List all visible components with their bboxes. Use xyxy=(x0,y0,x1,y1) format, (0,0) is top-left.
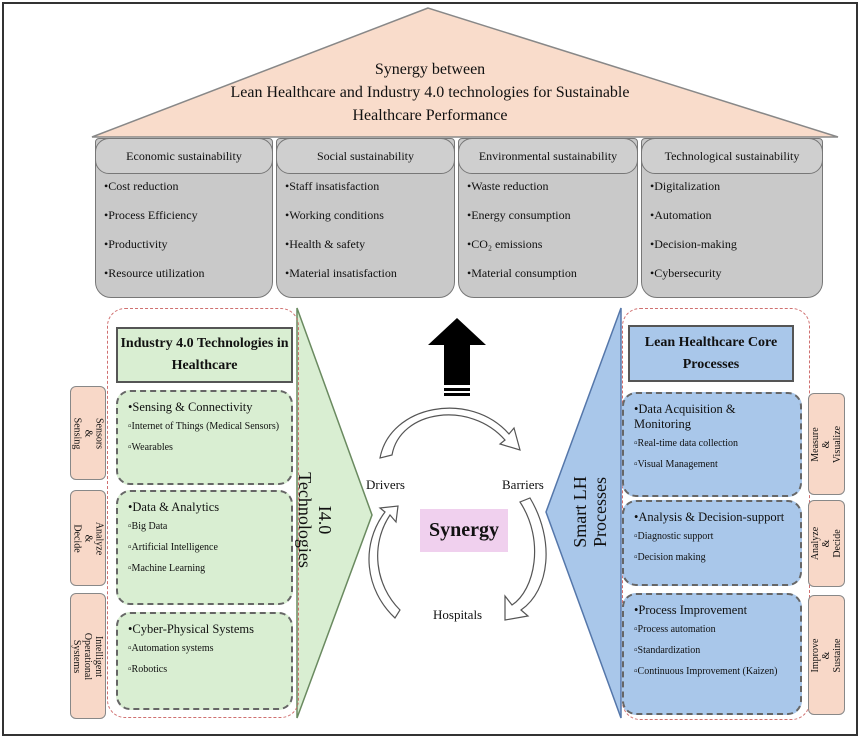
lh-group-improvement: Process Improvement Process automation S… xyxy=(622,593,802,715)
pillar-item: Cost reduction xyxy=(104,179,205,208)
pillar-environmental: Environmental sustainability Waste reduc… xyxy=(458,138,638,298)
tab-sensors-sensing: Sensors & Sensing xyxy=(70,386,106,480)
tab-label: Analyze & Decide xyxy=(810,526,843,561)
pillar-item: Cybersecurity xyxy=(650,266,737,295)
group-item: Big Data xyxy=(128,521,281,532)
barriers-label: Barriers xyxy=(502,477,544,492)
group-item: Decision making xyxy=(634,552,790,563)
roof-triangle xyxy=(91,7,839,138)
tab-analyze-decide: Analyze & Decide xyxy=(70,490,106,586)
i40-arrow xyxy=(296,307,373,719)
pillar-item: Working conditions xyxy=(285,208,397,237)
cycle-arrow-right xyxy=(504,497,547,621)
pillar-item: Decision-making xyxy=(650,237,737,266)
pillar-item: Resource utilization xyxy=(104,266,204,295)
group-item: Internet of Things (Medical Sensors) xyxy=(128,421,281,432)
i40-title: Industry 4.0 Technologies in Healthcare xyxy=(116,327,293,383)
group-item: Artificial Intelligence xyxy=(128,542,281,553)
tab-improve-sustain: Improve & Sustaine xyxy=(808,595,845,715)
tab-intelligent-systems: Intelligent Operational Systems xyxy=(70,593,106,719)
tab-measure-visualize: Measure & Visualize xyxy=(808,393,845,495)
tab-analyze-decide-right: Analyze & Decide xyxy=(808,500,845,587)
i40-arrow-label: I4.0 Technologies xyxy=(295,472,335,568)
pillar-item: Productivity xyxy=(104,237,205,266)
group-item: Visual Management xyxy=(634,459,790,470)
pillar-title: Economic sustainability xyxy=(95,138,273,174)
group-item: Wearables xyxy=(128,442,281,453)
group-title: Data Acquisition & Monitoring xyxy=(634,402,790,432)
group-item: Machine Learning xyxy=(128,563,281,574)
lh-title: Lean Healthcare Core Processes xyxy=(628,325,794,382)
tab-label: Intelligent Operational Systems xyxy=(71,632,105,680)
group-title: Cyber-Physical Systems xyxy=(128,622,281,637)
up-arrow-icon xyxy=(428,318,486,396)
pillar-item: Material insatisfaction xyxy=(285,266,397,295)
roof-title: Synergy between Lean Healthcare and Indu… xyxy=(200,58,660,127)
group-item: Continuous Improvement (Kaizen) xyxy=(634,666,790,677)
roof-title-line: Healthcare Performance xyxy=(352,107,508,124)
pillar-social: Social sustainability Staff insatisfacti… xyxy=(276,138,455,298)
pillar-item: Digitalization xyxy=(650,179,737,208)
group-item: Process automation xyxy=(634,624,790,635)
group-title: Data & Analytics xyxy=(128,500,281,515)
pillar-item: Waste reduction xyxy=(467,179,577,208)
group-item: Robotics xyxy=(128,664,281,675)
lh-group-analysis: Analysis & Decision-support Diagnostic s… xyxy=(622,500,802,586)
group-title: Analysis & Decision-support xyxy=(634,510,790,525)
cycle-arrow-left xyxy=(368,505,401,619)
group-item: Diagnostic support xyxy=(634,531,790,542)
pillar-item: Process Efficiency xyxy=(104,208,205,237)
pillar-item: Health & safety xyxy=(285,237,397,266)
pillar-economic: Economic sustainability Cost reductionPr… xyxy=(95,138,273,298)
pillar-item: Material consumption xyxy=(467,266,577,295)
roof-title-line: Lean Healthcare and Industry 4.0 technol… xyxy=(230,84,630,101)
tab-label: Measure & Visualize xyxy=(810,425,844,463)
group-item: Real-time data collection xyxy=(634,438,790,449)
group-title: Process Improvement xyxy=(634,603,790,618)
roof-title-line: Synergy between xyxy=(374,61,486,78)
synergy-box: Synergy xyxy=(420,509,508,552)
pillar-title: Environmental sustainability xyxy=(458,138,638,174)
pillar-title: Technological sustainability xyxy=(641,138,823,174)
drivers-label: Drivers xyxy=(366,477,405,492)
i40-group-data: Data & Analytics Big Data Artificial Int… xyxy=(116,490,293,605)
pillar-item: Automation xyxy=(650,208,737,237)
lh-arrow-label: Smart LH Processes xyxy=(570,476,610,548)
tab-label: Sensors & Sensing xyxy=(71,417,105,449)
pillar-item: CO₂ emissions xyxy=(467,237,577,266)
cycle-arrow-top xyxy=(379,407,521,459)
i40-group-sensing: Sensing & Connectivity Internet of Thing… xyxy=(116,390,293,485)
group-item: Automation systems xyxy=(128,643,281,654)
pillar-technological: Technological sustainability Digitalizat… xyxy=(641,138,823,298)
i40-group-cps: Cyber-Physical Systems Automation system… xyxy=(116,612,293,710)
i40-container xyxy=(107,308,299,718)
pillar-item: Energy consumption xyxy=(467,208,577,237)
group-item: Standardization xyxy=(634,645,790,656)
lh-group-data: Data Acquisition & Monitoring Real-time … xyxy=(622,392,802,497)
pillar-item: Staff insatisfaction xyxy=(285,179,397,208)
hospitals-label: Hospitals xyxy=(433,607,483,622)
lh-arrow xyxy=(545,307,622,719)
tab-label: Improve & Sustaine xyxy=(810,638,843,672)
tab-label: Analyze & Decide xyxy=(71,521,105,555)
group-title: Sensing & Connectivity xyxy=(128,400,281,415)
pillar-title: Social sustainability xyxy=(276,138,455,174)
